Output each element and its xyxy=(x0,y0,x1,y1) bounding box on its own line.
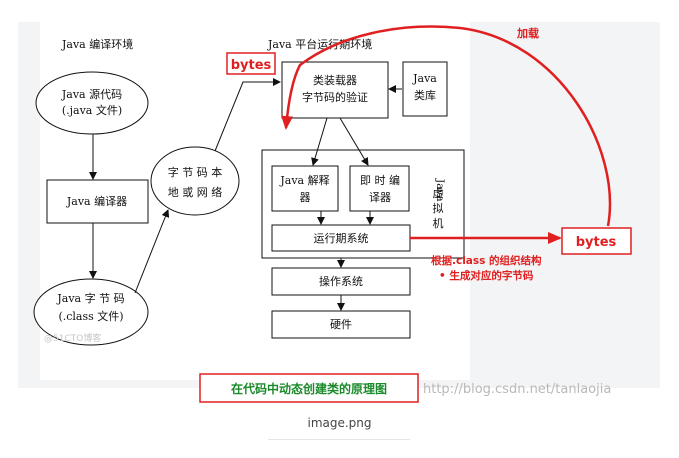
source-code-label: Java 源代码 xyxy=(61,87,122,101)
bytecode-label: Java 字 节 码 xyxy=(56,291,124,305)
interpreter-line1: Java 解释 xyxy=(279,173,329,187)
jit-compiler-line1: 即 时 编 xyxy=(360,173,400,187)
bytecode-ext: (.class 文件) xyxy=(58,309,123,323)
header-compile-env: Java 编译环境 xyxy=(61,37,133,51)
jvm-container xyxy=(261,149,465,259)
annotation-line2: • 生成对应的字节码 xyxy=(439,269,534,282)
bytes-right-box: bytes xyxy=(561,227,632,255)
bytecode-source-line2: 地 或 网 络 xyxy=(168,185,223,199)
runtime-system-label: 运行期系统 xyxy=(314,232,369,245)
class-loader-label: 类装载器 xyxy=(313,73,357,87)
bytecode-source-line1: 字 节 码 本 xyxy=(168,165,223,179)
jit-compiler-line2: 译器 xyxy=(369,191,391,204)
bytecode-node: Java 字 节 码 (.class 文件) xyxy=(33,278,149,346)
bytes-left-box: bytes xyxy=(226,52,276,75)
compiler-node: Java 编译器 xyxy=(46,179,149,224)
class-library-node: Java 类库 xyxy=(402,61,448,117)
jvm-label-java: Java xyxy=(434,178,446,202)
class-library-line2: 类库 xyxy=(414,88,436,102)
arrow-bytecode-to-source xyxy=(134,209,170,294)
jvm-label-char3: 机 xyxy=(433,216,444,230)
jvm-label: Java 虚 拟 机 xyxy=(433,178,447,230)
diagram-title: 在代码中动态创建类的原理图 xyxy=(231,381,387,396)
caption-divider xyxy=(268,439,410,440)
source-code-ext: (.java 文件) xyxy=(62,103,122,117)
annotation-line1: 根据.class 的组织结构 xyxy=(431,254,542,267)
hardware-node: 硬件 xyxy=(271,310,411,339)
os-label: 操作系统 xyxy=(319,274,363,288)
hardware-label: 硬件 xyxy=(330,318,352,331)
bytes-left-label: bytes xyxy=(231,58,272,73)
flow-arrows xyxy=(89,78,402,311)
jvm-label-char1: 虚 xyxy=(433,187,444,200)
os-node: 操作系统 xyxy=(271,267,411,296)
arrow-source-to-loader xyxy=(214,78,281,152)
arrow-loader-to-interpreter xyxy=(311,117,328,166)
bytecode-source-node: 字 节 码 本 地 或 网 络 xyxy=(150,146,240,216)
url-watermark: http://blog.csdn.net/tanlaojia xyxy=(423,382,611,397)
diagram-title-box: 在代码中动态创建类的原理图 xyxy=(199,373,419,403)
header-runtime-env: Java 平台运行期环境 xyxy=(267,37,372,51)
jvm-label-char2: 拟 xyxy=(433,201,444,215)
compiler-label: Java 编译器 xyxy=(66,194,127,208)
principle-diagram: Java 编译环境 Java 平台运行期环境 Java 源代码 (.java 文… xyxy=(33,25,632,403)
image-caption: image.png xyxy=(307,416,372,430)
arrow-loader-to-jit xyxy=(339,117,369,166)
side-watermark: @51CTO博客 xyxy=(44,332,101,344)
interpreter-line2: 器 xyxy=(300,191,311,204)
source-code-node: Java 源代码 (.java 文件) xyxy=(35,71,149,135)
bytecode-verify-label: 字节码的验证 xyxy=(302,90,368,104)
class-library-line1: Java xyxy=(412,72,437,85)
jit-compiler-node: 即 时 编 译器 xyxy=(349,165,410,212)
interpreter-node: Java 解释 器 xyxy=(271,165,339,212)
load-curve-arrow xyxy=(281,25,612,227)
runtime-system-node: 运行期系统 xyxy=(271,224,411,252)
bytes-right-label: bytes xyxy=(576,235,617,250)
class-loader-node: 类装载器 字节码的验证 xyxy=(281,61,389,119)
load-label: 加载 xyxy=(516,26,539,40)
